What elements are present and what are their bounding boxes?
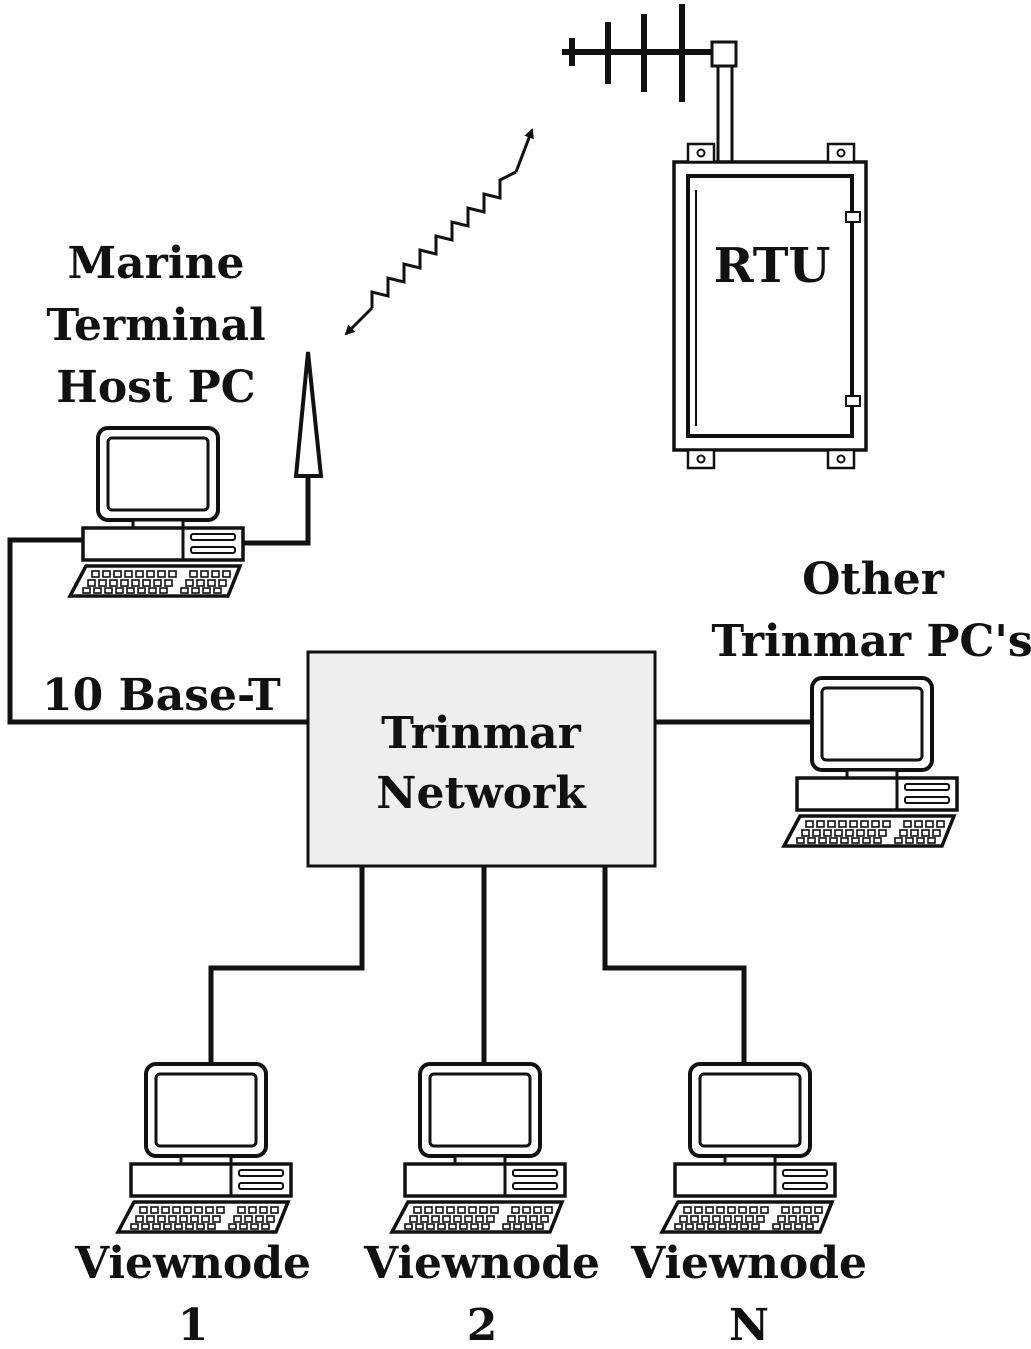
host-pc-label: Marine Terminal Host PC (46, 238, 265, 413)
viewnode-2-label-line-2: 2 (467, 1300, 498, 1349)
link-label: 10 Base-T (42, 670, 281, 721)
viewnode-2-label-line-1: Viewnode (363, 1238, 600, 1289)
viewnode-1-label: Viewnode 1 (74, 1238, 311, 1349)
viewnode-n-pc-icon (660, 1062, 837, 1234)
host-to-network-cable (7, 537, 308, 725)
viewnode-n-label-line-1: Viewnode (630, 1238, 867, 1289)
yagi-antenna-icon (562, 4, 738, 164)
viewnode-2-pc-icon (390, 1062, 567, 1234)
viewnode-n-label-line-2: N (729, 1300, 769, 1349)
other-pcs-icon (782, 676, 959, 848)
network-label-line-2: Network (376, 768, 587, 819)
trinmar-network-node: Trinmar Network (306, 650, 657, 868)
network-cables (7, 478, 815, 1062)
network-to-viewnode-1-cable (208, 866, 365, 1062)
viewnode-n-label: Viewnode N (630, 1238, 867, 1349)
viewnode-1-pc-icon (116, 1062, 293, 1234)
rtu-label: RTU (714, 238, 831, 294)
antenna-icon (293, 351, 324, 478)
other-pcs-label: Other Trinmar PC's (711, 554, 1031, 667)
rtu-cabinet-icon: RTU (672, 142, 868, 470)
host-pc-label-line-3: Host PC (56, 362, 255, 413)
network-to-viewnode-n-cable (602, 866, 747, 1062)
viewnode-2-label: Viewnode 2 (363, 1238, 600, 1349)
viewnode-1-label-line-2: 1 (178, 1300, 209, 1349)
viewnode-1-label-line-1: Viewnode (74, 1238, 311, 1289)
host-to-antenna-cable (240, 478, 311, 546)
other-pcs-label-line-1: Other (802, 554, 945, 605)
host-pc-icon (68, 426, 245, 598)
host-pc-label-line-1: Marine (67, 238, 244, 289)
network-label-line-1: Trinmar (381, 708, 581, 759)
radio-link-icon (344, 128, 534, 336)
host-pc-label-line-2: Terminal (46, 300, 265, 351)
other-pcs-label-line-2: Trinmar PC's (711, 616, 1031, 667)
